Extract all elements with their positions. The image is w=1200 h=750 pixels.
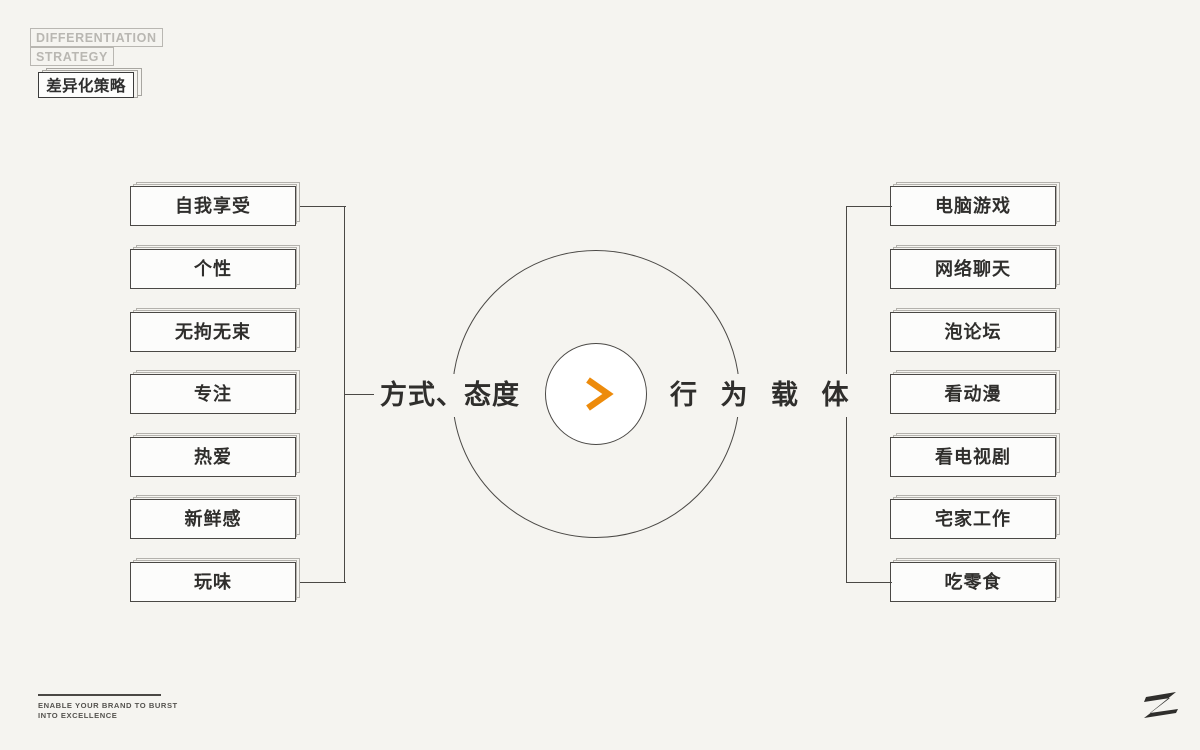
list-item[interactable]: 玩味: [130, 558, 300, 602]
chevron-right-icon: [586, 377, 614, 411]
connector-right-bottom-stub: [846, 582, 892, 584]
card-label: 新鲜感: [184, 509, 242, 529]
card-label: 自我享受: [175, 196, 251, 216]
brand-en-line-1: DIFFERENTIATION: [30, 28, 163, 47]
card-front: 电脑游戏: [890, 186, 1056, 226]
list-item[interactable]: 泡论坛: [890, 308, 1060, 352]
card-label: 玩味: [194, 572, 232, 592]
card-label: 网络聊天: [935, 259, 1011, 279]
card-front: 新鲜感: [130, 499, 296, 539]
left-group-label: 方式、态度: [374, 374, 526, 417]
footer: ENABLE YOUR BRAND TO BURST INTO EXCELLEN…: [38, 694, 218, 721]
card-label: 吃零食: [944, 572, 1002, 592]
card-front: 个性: [130, 249, 296, 289]
card-front: 自我享受: [130, 186, 296, 226]
list-item[interactable]: 网络聊天: [890, 245, 1060, 289]
list-item[interactable]: 电脑游戏: [890, 182, 1060, 226]
brand-cn-title-box: 差异化策略: [38, 68, 142, 98]
list-item[interactable]: 专注: [130, 370, 300, 414]
card-front: 玩味: [130, 562, 296, 602]
connector-left-center-stub: [344, 394, 374, 396]
card-label: 个性: [194, 259, 232, 279]
footer-divider: [38, 694, 161, 696]
list-item[interactable]: 新鲜感: [130, 495, 300, 539]
card-front: 专注: [130, 374, 296, 414]
list-item[interactable]: 看电视剧: [890, 433, 1060, 477]
list-item[interactable]: 热爱: [130, 433, 300, 477]
list-item[interactable]: 宅家工作: [890, 495, 1060, 539]
connector-right-top-stub: [846, 206, 892, 208]
list-item[interactable]: 自我享受: [130, 182, 300, 226]
connector-left-top-stub: [300, 206, 346, 208]
card-front: 网络聊天: [890, 249, 1056, 289]
brand-logo: DIFFERENTIATION STRATEGY 差异化策略: [30, 28, 230, 98]
card-front: 无拘无束: [130, 312, 296, 352]
card-front: 吃零食: [890, 562, 1056, 602]
card-label: 看电视剧: [935, 447, 1011, 467]
card-front: 宅家工作: [890, 499, 1056, 539]
card-label: 电脑游戏: [935, 196, 1011, 216]
card-label: 看动漫: [944, 384, 1002, 404]
footer-tagline-2: INTO EXCELLENCE: [38, 710, 118, 720]
card-label: 泡论坛: [944, 322, 1002, 342]
right-group-label: 行 为 载 体: [664, 374, 857, 417]
card-label: 宅家工作: [935, 509, 1011, 529]
card-front: 热爱: [130, 437, 296, 477]
card-label: 无拘无束: [175, 322, 251, 342]
connector-left-bottom-stub: [300, 582, 346, 584]
brand-cn-title: 差异化策略: [38, 72, 134, 98]
brand-en-line-2: STRATEGY: [30, 47, 114, 66]
list-item[interactable]: 吃零食: [890, 558, 1060, 602]
z-logo-icon: [1144, 692, 1178, 718]
center-node[interactable]: [545, 343, 647, 445]
list-item[interactable]: 看动漫: [890, 370, 1060, 414]
card-front: 看电视剧: [890, 437, 1056, 477]
card-front: 泡论坛: [890, 312, 1056, 352]
footer-tagline-1: ENABLE YOUR BRAND TO BURST: [38, 700, 178, 710]
card-front: 看动漫: [890, 374, 1056, 414]
card-label: 专注: [194, 384, 232, 404]
list-item[interactable]: 无拘无束: [130, 308, 300, 352]
list-item[interactable]: 个性: [130, 245, 300, 289]
card-label: 热爱: [194, 447, 232, 467]
